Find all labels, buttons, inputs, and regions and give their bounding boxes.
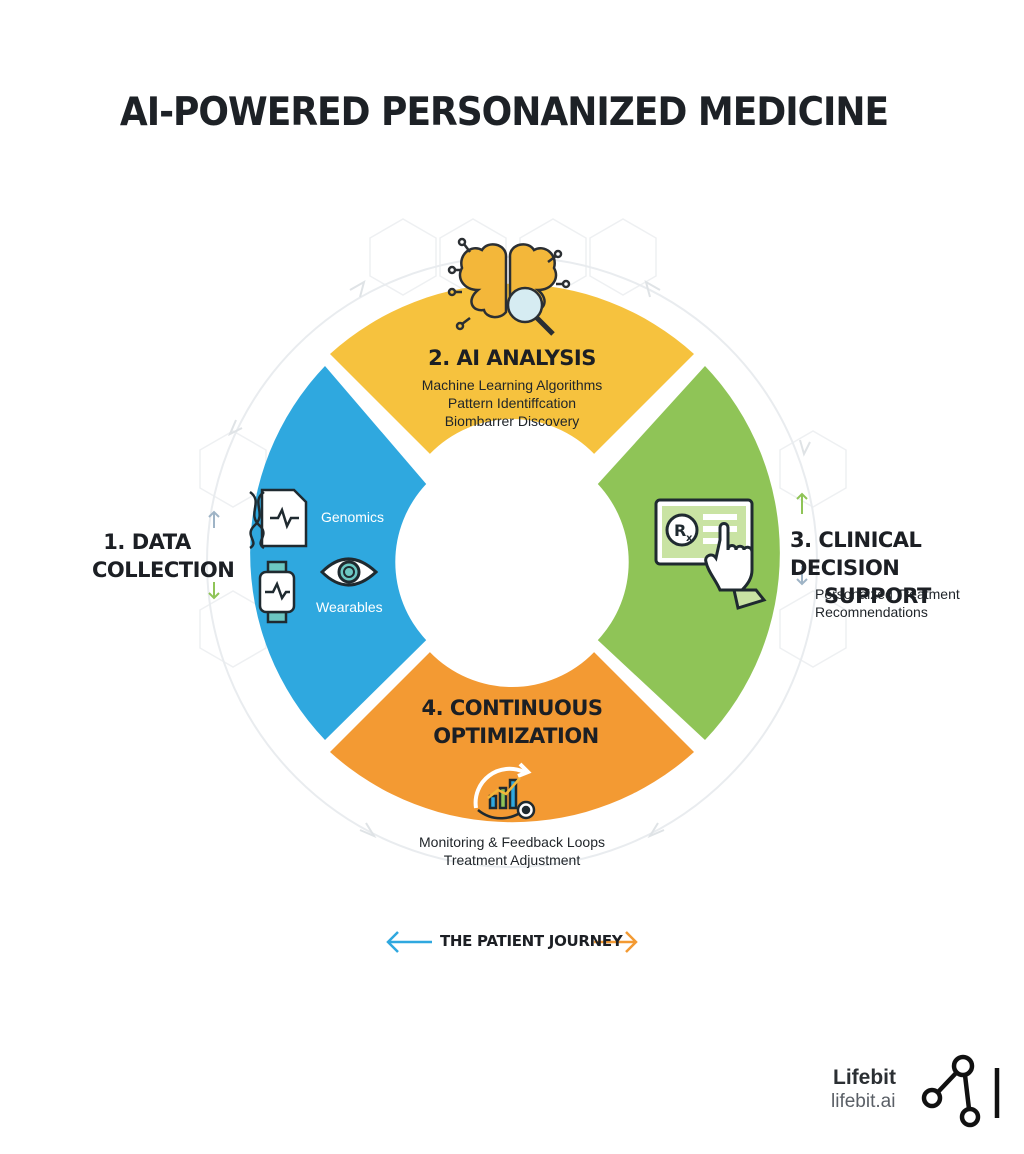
segment-data-collection	[250, 366, 427, 740]
clinical-decision-title-line2: SUPPORT	[824, 584, 931, 608]
segment-ai-analysis	[330, 283, 694, 454]
continuous-optimization-list: Monitoring & Feedback Loops Treatment Ad…	[382, 833, 642, 869]
lifebit-logo-icon	[921, 1054, 1000, 1128]
ai-analysis-list: Machine Learning Algorithms Pattern Iden…	[392, 376, 632, 430]
dna-document-icon	[249, 488, 308, 550]
ring-arrow-icons	[228, 279, 811, 839]
ai-analysis-line: Pattern Identiffcation	[447, 395, 577, 411]
patient-journey-label: THE PATIENT JOURNEY	[440, 932, 623, 950]
data-collection-title-line1: 1. DATA	[103, 530, 191, 554]
brand-url[interactable]: lifebit.ai	[831, 1091, 896, 1112]
genomics-label: Genomics	[321, 509, 385, 525]
pointing-hand-icon	[704, 522, 767, 610]
clinical-decision-line: Recomnendations	[815, 604, 928, 620]
segment-continuous-optimization	[330, 652, 694, 823]
clinical-decision-list: Personaized Treatment Recomnendations	[815, 585, 1015, 621]
ai-analysis-title: 2. AI ANALYSIS	[428, 346, 596, 370]
ai-analysis-line: Biombarrer Discovery	[444, 413, 580, 429]
continuous-optimization-title-line2: OPTIMIZATION	[433, 724, 599, 748]
continuous-optimization-line: Treatment Adjustment	[443, 852, 581, 868]
wearables-label: Wearables	[316, 599, 383, 615]
clinical-decision-title-line1: 3. CLINICAL DECISION	[790, 528, 922, 580]
brain-magnifier-icon	[447, 237, 571, 336]
eye-icon	[319, 557, 379, 587]
smartwatch-icon	[258, 560, 296, 624]
brand-name: Lifebit	[833, 1066, 896, 1089]
data-collection-title: 1. DATA COLLECTION	[92, 528, 235, 584]
svg-text:R: R	[674, 521, 686, 540]
continuous-optimization-line: Monitoring & Feedback Loops	[419, 834, 605, 850]
ai-analysis-line: Machine Learning Algorithms	[421, 377, 603, 393]
clinical-decision-arrows	[796, 492, 808, 586]
center-hole	[408, 458, 616, 666]
journey-left-arrow-icon	[386, 931, 432, 953]
growth-chart-cycle-icon	[473, 762, 536, 820]
continuous-optimization-title: 4. CONTINUOUS OPTIMIZATION	[402, 694, 622, 750]
clinical-decision-line: Personaized Treatment	[815, 586, 960, 602]
page-title: AI-POWERED PERSONANIZED MEDICINE	[119, 89, 889, 136]
svg-text:x: x	[686, 533, 693, 544]
journey-right-arrow-icon	[594, 931, 638, 953]
clinical-decision-title: 3. CLINICAL DECISION SUPPORT	[790, 526, 1020, 610]
data-collection-title-line2: COLLECTION	[92, 558, 235, 582]
data-collection-arrows	[208, 510, 220, 600]
continuous-optimization-title-line1: 4. CONTINUOUS	[421, 696, 603, 720]
